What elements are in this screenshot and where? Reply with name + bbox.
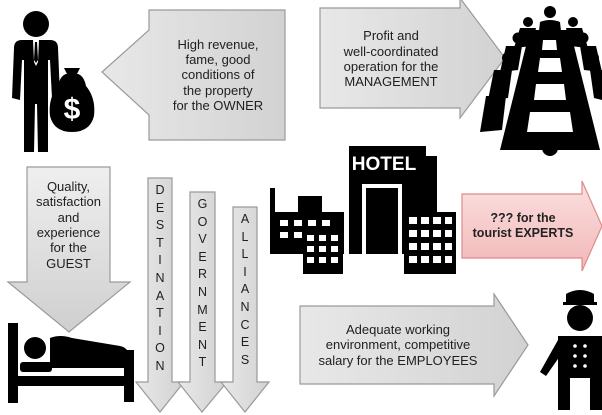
vertical-letter: S xyxy=(240,352,250,367)
government-arrow xyxy=(176,191,229,413)
employees-label: Adequate working environment, competitiv… xyxy=(318,322,478,368)
vertical-letter: N xyxy=(240,299,250,314)
vertical-letter: A xyxy=(240,212,250,226)
vertical-letter: R xyxy=(197,267,208,282)
owner-label: High revenue, fame, good conditions of t… xyxy=(172,36,264,113)
guest-text: Quality, satisfaction and experience for… xyxy=(27,170,110,280)
vertical-letter: I xyxy=(158,323,162,338)
vertical-letter: T xyxy=(156,235,164,250)
experts-arrow xyxy=(461,180,602,272)
experts-text: ??? for the tourist EXPERTS xyxy=(464,196,582,256)
vertical-letter: O xyxy=(155,341,165,356)
vertical-letter: I xyxy=(158,253,162,268)
vertical-letter: D xyxy=(155,183,165,197)
vertical-letter: O xyxy=(197,214,208,229)
vertical-letter: I xyxy=(243,264,247,279)
guest-arrow xyxy=(6,166,132,333)
owner-arrow xyxy=(101,9,286,141)
owner-text: High revenue, fame, good conditions of t… xyxy=(152,12,284,138)
vertical-letter: T xyxy=(198,355,207,370)
vertical-letter: N xyxy=(155,358,165,373)
hotel-building-icon: HOTEL xyxy=(270,146,456,274)
vertical-letter: A xyxy=(155,288,165,303)
vertical-letter: N xyxy=(155,270,165,285)
vertical-letter: N xyxy=(197,284,208,299)
meeting-table-icon xyxy=(480,6,602,156)
svg-text:$: $ xyxy=(64,93,81,126)
vertical-letter: E xyxy=(198,249,207,264)
vertical-letter: C xyxy=(240,317,250,332)
vertical-letter: A xyxy=(240,282,250,297)
vertical-letter: T xyxy=(156,306,164,321)
vertical-letter: E xyxy=(198,320,207,335)
vertical-letter: G xyxy=(197,197,208,211)
management-arrow xyxy=(319,0,506,120)
vertical-letter: S xyxy=(155,218,165,233)
hotel-sign: HOTEL xyxy=(352,154,417,175)
employees-text: Adequate working environment, competitiv… xyxy=(302,308,494,382)
management-label: Profit and well-coordinated operation fo… xyxy=(343,28,439,90)
guest-label: Quality, satisfaction and experience for… xyxy=(35,179,102,271)
bellboy-employee-icon xyxy=(540,290,602,410)
vertical-letter: V xyxy=(198,232,207,247)
destination-arrow xyxy=(134,177,186,413)
employees-arrow xyxy=(299,292,529,398)
vertical-letter: L xyxy=(241,247,249,262)
vertical-letter: L xyxy=(241,229,249,244)
management-text: Profit and well-coordinated operation fo… xyxy=(322,12,460,106)
experts-label: ??? for the tourist EXPERTS xyxy=(472,211,574,240)
vertical-letter: E xyxy=(240,335,250,350)
vertical-letter: M xyxy=(197,302,208,317)
vertical-letter: N xyxy=(197,337,208,352)
owner-money-bag-icon: $ xyxy=(12,11,95,152)
alliances-arrow xyxy=(219,206,271,413)
vertical-letter: E xyxy=(155,200,165,215)
sleeping-guest-icon xyxy=(8,323,134,403)
